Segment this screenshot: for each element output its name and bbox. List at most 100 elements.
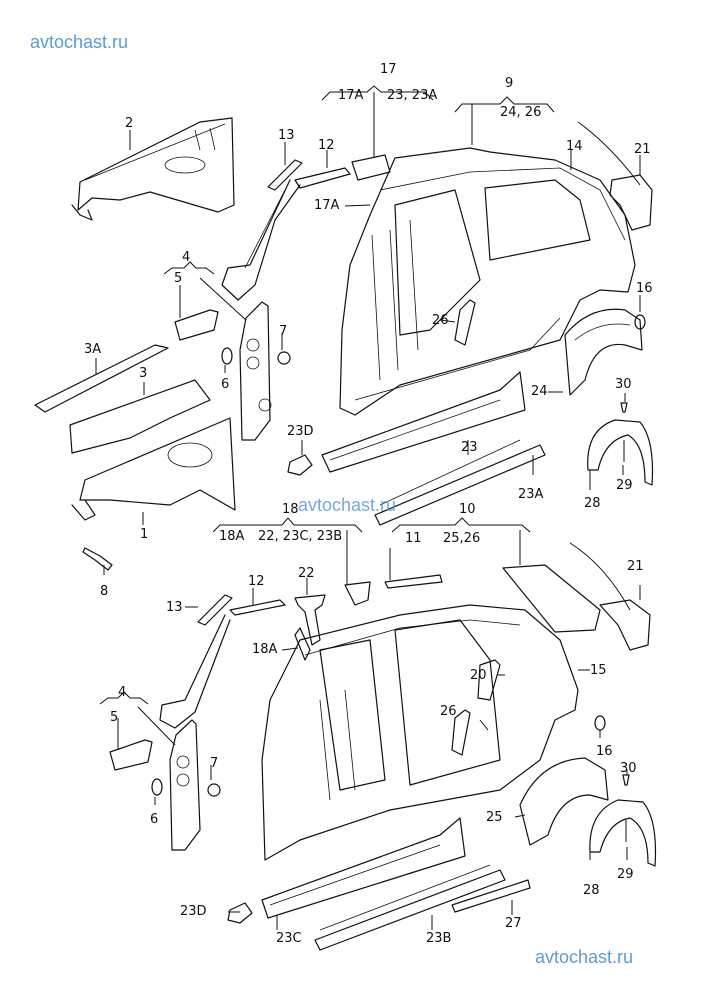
part-10-drawing <box>502 564 601 633</box>
part-5-top-drawing <box>174 309 219 341</box>
label-part-23B: 23B <box>426 931 452 946</box>
label-part-6-bottom: 6 <box>150 812 159 827</box>
part-7-top-drawing <box>277 351 291 365</box>
part-6-bottom-drawing <box>151 778 163 796</box>
label-part-18A: 18A <box>252 642 278 657</box>
side-panel-bottom-drawing <box>261 604 579 861</box>
label-group-10-right: 25,26 <box>443 531 481 546</box>
part-2-drawing <box>71 117 235 221</box>
label-group-9-children: 24, 26 <box>500 105 542 120</box>
label-part-21-bottom: 21 <box>627 559 644 574</box>
part-3-drawing <box>69 379 211 454</box>
part-5-bottom-drawing <box>109 739 153 771</box>
part-21-top-drawing <box>577 121 653 231</box>
label-part-8: 8 <box>100 584 109 599</box>
label-part-26-bottom: 26 <box>440 704 457 719</box>
label-part-25: 25 <box>486 810 503 825</box>
part-8-drawing <box>82 547 113 571</box>
part-28-bottom-drawing <box>589 799 657 867</box>
part-30-top-drawing <box>620 402 628 413</box>
label-part-23A: 23A <box>518 487 544 502</box>
label-group-4-bottom: 4 <box>118 685 127 700</box>
label-part-16-bottom: 16 <box>596 744 613 759</box>
label-group-17: 17 <box>380 62 397 77</box>
label-group-18: 18 <box>282 502 299 517</box>
part-6-top-drawing <box>221 347 233 365</box>
label-part-12: 12 <box>318 138 335 153</box>
part-13-12-drawing <box>221 159 351 301</box>
part-16-bottom-drawing <box>594 715 606 731</box>
label-part-23D-bottom: 23D <box>180 904 207 919</box>
part-27-drawing <box>451 879 531 913</box>
part-24-drawing <box>564 308 643 396</box>
label-part-17A: 17A <box>314 198 340 213</box>
label-part-14: 14 <box>566 139 583 154</box>
part-20-drawing <box>477 659 501 701</box>
label-part-29-bottom: 29 <box>617 867 634 882</box>
part-30-bottom-drawing <box>622 774 630 786</box>
watermark-center: avtochast.ru <box>298 495 397 515</box>
label-group-18-right: 22, 23C, 23B <box>258 529 343 544</box>
part-18A-drawing <box>294 627 311 661</box>
label-part-7-bottom: 7 <box>210 756 219 771</box>
part-21-bottom-drawing <box>569 542 651 651</box>
label-part-15: 15 <box>590 663 607 678</box>
label-part-5-top: 5 <box>174 271 183 286</box>
label-group-4-top: 4 <box>182 250 191 265</box>
label-part-29-top: 29 <box>616 478 633 493</box>
part-23A-drawing <box>374 439 546 526</box>
label-part-23: 23 <box>461 440 478 455</box>
part-28-top-drawing <box>587 419 654 486</box>
label-group-9: 9 <box>505 76 514 91</box>
part-17-drawing <box>351 154 391 181</box>
label-part-28-top: 28 <box>584 496 601 511</box>
label-part-24: 24 <box>531 384 548 399</box>
part-26-bottom-drawing <box>451 709 471 756</box>
part-1-drawing <box>71 417 236 521</box>
part-13-12-bottom-drawing <box>159 594 286 729</box>
part-7-bottom-drawing <box>207 783 221 797</box>
side-panel-top-drawing <box>339 147 636 416</box>
label-group-17-right: 23, 23A <box>387 88 438 103</box>
label-part-21-top: 21 <box>634 142 651 157</box>
label-part-7-top: 7 <box>279 324 288 339</box>
label-part-13-bottom: 13 <box>166 600 183 615</box>
part-23C-drawing <box>261 817 466 919</box>
part-22-drawing <box>294 594 326 646</box>
label-part-23C: 23C <box>276 931 302 946</box>
label-part-20: 20 <box>470 668 487 683</box>
label-part-3A: 3A <box>84 342 102 357</box>
label-group-10: 10 <box>459 502 476 517</box>
part-26-top-drawing <box>454 299 476 346</box>
label-group-10-left: 11 <box>405 531 422 546</box>
label-part-16-top: 16 <box>636 281 653 296</box>
label-group-18-left: 18A <box>219 529 245 544</box>
label-part-12-bottom: 12 <box>248 574 265 589</box>
label-part-27: 27 <box>505 916 522 931</box>
part-11-drawing <box>384 574 443 589</box>
label-part-26-top: 26 <box>432 313 449 328</box>
watermark-top-left: avtochast.ru <box>30 32 129 52</box>
label-part-2: 2 <box>125 116 134 131</box>
part-23D-bottom-drawing <box>227 902 253 924</box>
part-18-drawing <box>344 581 371 606</box>
label-part-1: 1 <box>140 527 149 542</box>
label-part-5-bottom: 5 <box>110 710 119 725</box>
part-4-top-drawing <box>239 301 272 441</box>
label-part-23D-top: 23D <box>287 424 314 439</box>
part-25-drawing <box>519 757 609 846</box>
part-23D-top-drawing <box>287 454 313 476</box>
part-23-drawing <box>321 371 526 473</box>
watermark-bottom-right: avtochast.ru <box>535 947 634 967</box>
label-part-30-top: 30 <box>615 377 632 392</box>
part-23B-drawing <box>314 864 506 951</box>
label-part-6-top: 6 <box>221 377 230 392</box>
label-part-22: 22 <box>298 566 315 581</box>
label-part-30-bottom: 30 <box>620 761 637 776</box>
label-part-28-bottom: 28 <box>583 883 600 898</box>
label-part-3: 3 <box>139 366 148 381</box>
label-part-13: 13 <box>278 128 295 143</box>
part-4-bottom-drawing <box>169 719 201 851</box>
